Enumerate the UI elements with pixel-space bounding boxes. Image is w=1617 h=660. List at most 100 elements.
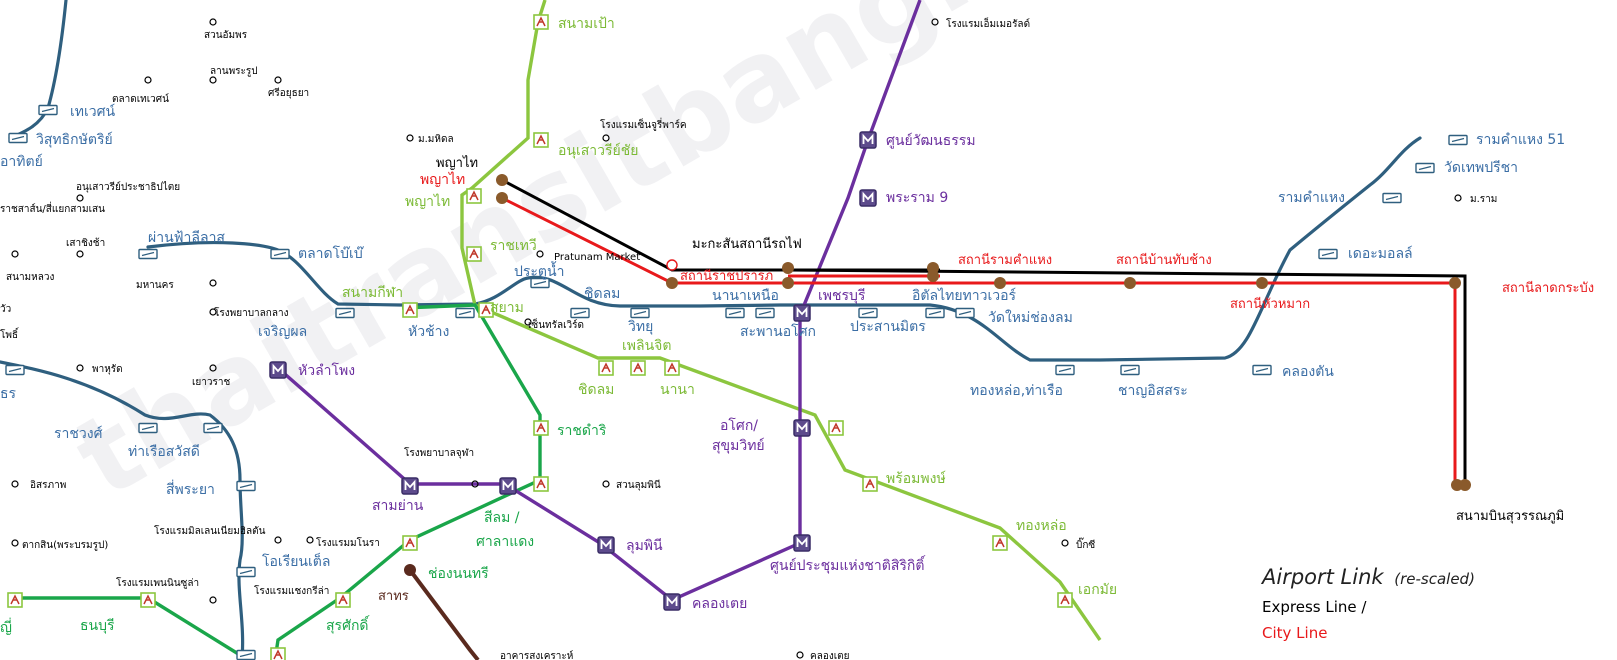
airport-link-station-dot	[496, 174, 1471, 491]
station-label: สถานีบ้านทับช้าง	[1116, 252, 1212, 268]
station-label: สนามบินสุวรรณภูมิ	[1456, 509, 1564, 524]
station-label: สถานีรามคำแหง	[958, 252, 1052, 268]
station-label: พร้อมพงษ์	[886, 470, 946, 487]
station-label: นานา	[660, 382, 695, 398]
landmark-label: โรงแรมแชงกรีล่า	[254, 584, 329, 597]
pier-label: อิตัลไทยทาวเวอร์	[912, 287, 1017, 304]
pier-label: รามคำแหง 51	[1476, 132, 1565, 148]
pier-label: วัดเทพปรีชา	[1444, 160, 1518, 176]
station-label: สีลม /	[484, 510, 520, 526]
station-label: สามย่าน	[372, 498, 424, 514]
station-label: ศูนย์วัฒนธรรม	[886, 132, 976, 149]
landmark-label: คลองเตย	[810, 651, 849, 660]
landmark-label: โรงแรมเอ็มเมอรัลด์	[946, 16, 1030, 30]
landmark-label: ม.มหิดล	[418, 134, 454, 145]
station-label: สาทร	[378, 589, 409, 604]
legend: Airport Link (re-scaled) Express Line / …	[1260, 565, 1475, 642]
landmark-label: มหานคร	[136, 280, 174, 291]
landmark-label: ลานพระรูป	[210, 66, 258, 77]
station-label: เพชรบุรี	[818, 288, 866, 304]
station-label: เอกมัย	[1078, 582, 1117, 598]
landmark-label: ตลาดเทเวศน์	[112, 93, 169, 105]
landmark-label: สวนอัมพร	[204, 30, 248, 41]
station-label: สถานีลาดกระบัง	[1502, 280, 1594, 296]
landmark-label: พาหุรัด	[92, 364, 123, 375]
pier-label: เจริญผล	[258, 324, 307, 340]
station-label: มะกะสันสถานีรถไฟ	[692, 236, 802, 252]
station-label: อโศก/	[720, 417, 758, 434]
station-label: สุขุมวิทย์	[712, 437, 765, 454]
station-label: ทองหล่อ	[1016, 518, 1067, 534]
bts-silom-line	[273, 303, 542, 660]
station-label: สนามเป้า	[558, 16, 615, 32]
legend-title: Airport Link (re-scaled)	[1260, 565, 1475, 589]
brown-line	[408, 568, 480, 660]
landmark-label: โรงแรมเซ็นจูรี่พาร์ค	[600, 117, 687, 131]
station-label: สุรศักดิ์	[326, 615, 370, 634]
pier-label: ชิดลม	[584, 286, 620, 302]
boat-route-saensaep	[8, 0, 1422, 362]
landmark-label: Pratunam Market	[554, 252, 640, 263]
pier-label: รามคำแหง	[1278, 190, 1345, 206]
landmark-label: สนามหลวง	[6, 272, 54, 283]
legend-title-text: Airport Link	[1260, 565, 1384, 589]
pier-label: วิสุทธิกษัตริย์	[36, 131, 113, 148]
landmark-label: อาคารสงเคราะห์	[500, 650, 573, 660]
landmark-dot	[11, 18, 1462, 659]
landmark-label: โรงแรมเพนนินซูล่า	[116, 576, 199, 589]
landmark-label: ธร	[0, 386, 17, 402]
pier-label: หัวช้าง	[408, 324, 449, 340]
station-label: คลองเตย	[692, 596, 747, 612]
station-label: พญาไท	[436, 155, 478, 171]
station-label: ราชดำริ	[557, 423, 607, 439]
legend-express: Express Line /	[1262, 598, 1367, 616]
landmark-label: เสาชิงช้า	[66, 237, 105, 249]
station-label: พญาไท	[420, 171, 465, 188]
station-label: ราชเทวี	[490, 238, 537, 254]
station-label: ช่องนนทรี	[428, 566, 489, 582]
landmark-label: อิสรภาพ	[30, 480, 66, 491]
pier-label: ตลาดโบ๊เบ๊	[298, 245, 365, 262]
pier-label: คลองตัน	[1282, 364, 1334, 380]
station-label: ลุมพินี	[626, 538, 663, 554]
station-label: สถานีหัวหมาก	[1230, 296, 1310, 312]
pier-label: เทเวศน์	[70, 103, 116, 120]
pier-label: ประสานมิตร	[850, 319, 926, 335]
pier-label: ผ่านฟ้าลีลาส	[148, 230, 225, 246]
landmark-label: เยาวราช	[192, 377, 230, 388]
pier-label: ราชวงศ์	[54, 425, 103, 442]
landmark-label: สวนลุมพินี	[616, 479, 661, 491]
pier-label: นานาเหนือ	[712, 288, 779, 304]
pier-label: วัดใหม่ช่องลม	[988, 309, 1073, 326]
bts-silom-line-west	[15, 596, 241, 657]
landmark-label: ม.ราม	[1470, 194, 1497, 205]
landmark-label: ราชสาส์น/สี่แยกสามเสน	[0, 201, 105, 215]
landmark-label: บิ๊กซี	[1076, 537, 1095, 551]
station-label: ธนบุรี	[80, 618, 115, 634]
station-label: ศาลาแดง	[476, 534, 534, 550]
station-label: หัวลำโพง	[298, 362, 355, 379]
pier-label: สี่พระยา	[166, 480, 215, 498]
station-label: สยาม	[490, 300, 524, 316]
station-label: ศูนย์ประชุมแห่งชาติสิริกิติ์	[770, 555, 926, 574]
landmark-label: โรงแรมมโนรา	[316, 536, 380, 549]
pier-label: โอเรียนเต็ล	[262, 552, 330, 570]
landmark-label: อนุเสาวรีย์ประชาธิปไตย	[76, 181, 180, 193]
pier-label: เดอะมอลล์	[1348, 245, 1413, 262]
landmark-label: ตากสิน(พระบรมรูป)	[22, 540, 108, 551]
station-label: สถานีราชปรารภ	[680, 268, 773, 284]
pier-label: ท่าเรือสวัสดี	[128, 444, 200, 460]
landmark-label: ญี่	[0, 618, 12, 636]
landmark-label: โรงพยาบาลกลาง	[214, 306, 289, 319]
station-label: ชิดลม	[578, 382, 614, 398]
pier-label: ชาญอิสสระ	[1118, 383, 1188, 399]
pier-label: วิทยุ	[628, 319, 653, 335]
landmark-label: โพธิ์	[0, 327, 20, 341]
station-label: เพลินจิต	[622, 338, 671, 354]
station-label: อนุเสาวรีย์ชัย	[558, 142, 638, 159]
pier-label: สะพานอโศก	[740, 323, 816, 340]
landmark-label: เซ็นทรัลเวิร์ด	[528, 317, 584, 331]
legend-city: City Line	[1262, 624, 1327, 642]
airport-city-line	[501, 196, 1457, 485]
